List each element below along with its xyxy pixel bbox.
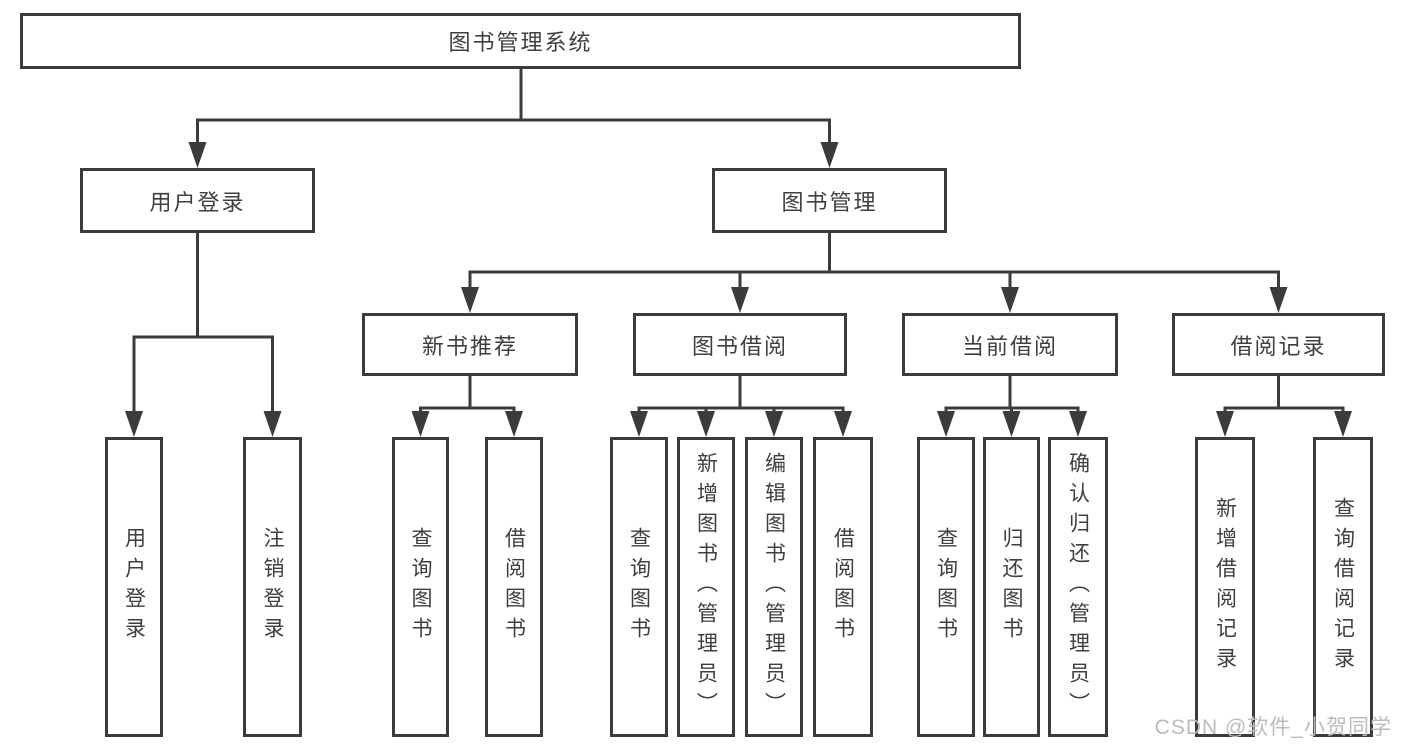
node-label: 借阅记录 — [1230, 333, 1327, 359]
node-root-system: 图书管理系统 — [20, 13, 1021, 69]
node-label: 图书管理系统 — [448, 30, 593, 55]
leaf-label: 查询图书 — [934, 527, 958, 647]
node-label: 用户登录 — [149, 189, 246, 215]
leaf-label: 查询借阅记录 — [1331, 497, 1355, 677]
node-label: 图书借阅 — [691, 333, 788, 359]
leaf-edit-book-admin: 编辑图书（管理员） — [745, 437, 803, 737]
leaf-add-borrow-record: 新增借阅记录 — [1195, 437, 1255, 737]
node-book-management: 图书管理 — [712, 168, 947, 233]
leaf-label: 借阅图书 — [831, 527, 855, 647]
watermark-text: CSDN @软件_小贺同学 — [1154, 716, 1392, 739]
leaf-label: 用户登录 — [122, 527, 146, 647]
node-label: 当前借阅 — [961, 333, 1058, 359]
leaf-query-books-borrow: 查询图书 — [610, 437, 668, 737]
leaf-user-login: 用户登录 — [105, 437, 163, 737]
leaf-borrow-books: 借阅图书 — [813, 437, 873, 737]
node-book-borrow: 图书借阅 — [633, 313, 847, 376]
leaf-confirm-return-admin: 确认归还（管理员） — [1048, 437, 1108, 737]
leaf-borrow-books-recommend: 借阅图书 — [485, 437, 543, 737]
node-new-book-recommend: 新书推荐 — [362, 313, 578, 376]
node-label: 新书推荐 — [421, 333, 518, 359]
node-borrow-records: 借阅记录 — [1172, 313, 1385, 376]
leaf-logout: 注销登录 — [243, 437, 302, 737]
leaf-label: 查询图书 — [627, 527, 651, 647]
leaf-query-books-recommend: 查询图书 — [392, 437, 449, 737]
leaf-label: 编辑图书（管理员） — [762, 452, 786, 722]
leaf-label: 注销登录 — [261, 527, 285, 647]
leaf-label: 确认归还（管理员） — [1066, 452, 1090, 722]
leaf-add-book-admin: 新增图书（管理员） — [677, 437, 735, 737]
leaf-label: 新增借阅记录 — [1213, 497, 1237, 677]
node-label: 图书管理 — [781, 189, 878, 215]
leaf-label: 借阅图书 — [502, 527, 526, 647]
node-user-login: 用户登录 — [80, 168, 315, 233]
leaf-query-books-current: 查询图书 — [917, 437, 975, 737]
leaf-label: 新增图书（管理员） — [694, 452, 718, 722]
node-current-borrow: 当前借阅 — [902, 313, 1118, 376]
leaf-label: 归还图书 — [1000, 527, 1024, 647]
leaf-query-borrow-record: 查询借阅记录 — [1313, 437, 1373, 737]
leaf-label: 查询图书 — [409, 527, 433, 647]
leaf-return-book: 归还图书 — [983, 437, 1040, 737]
